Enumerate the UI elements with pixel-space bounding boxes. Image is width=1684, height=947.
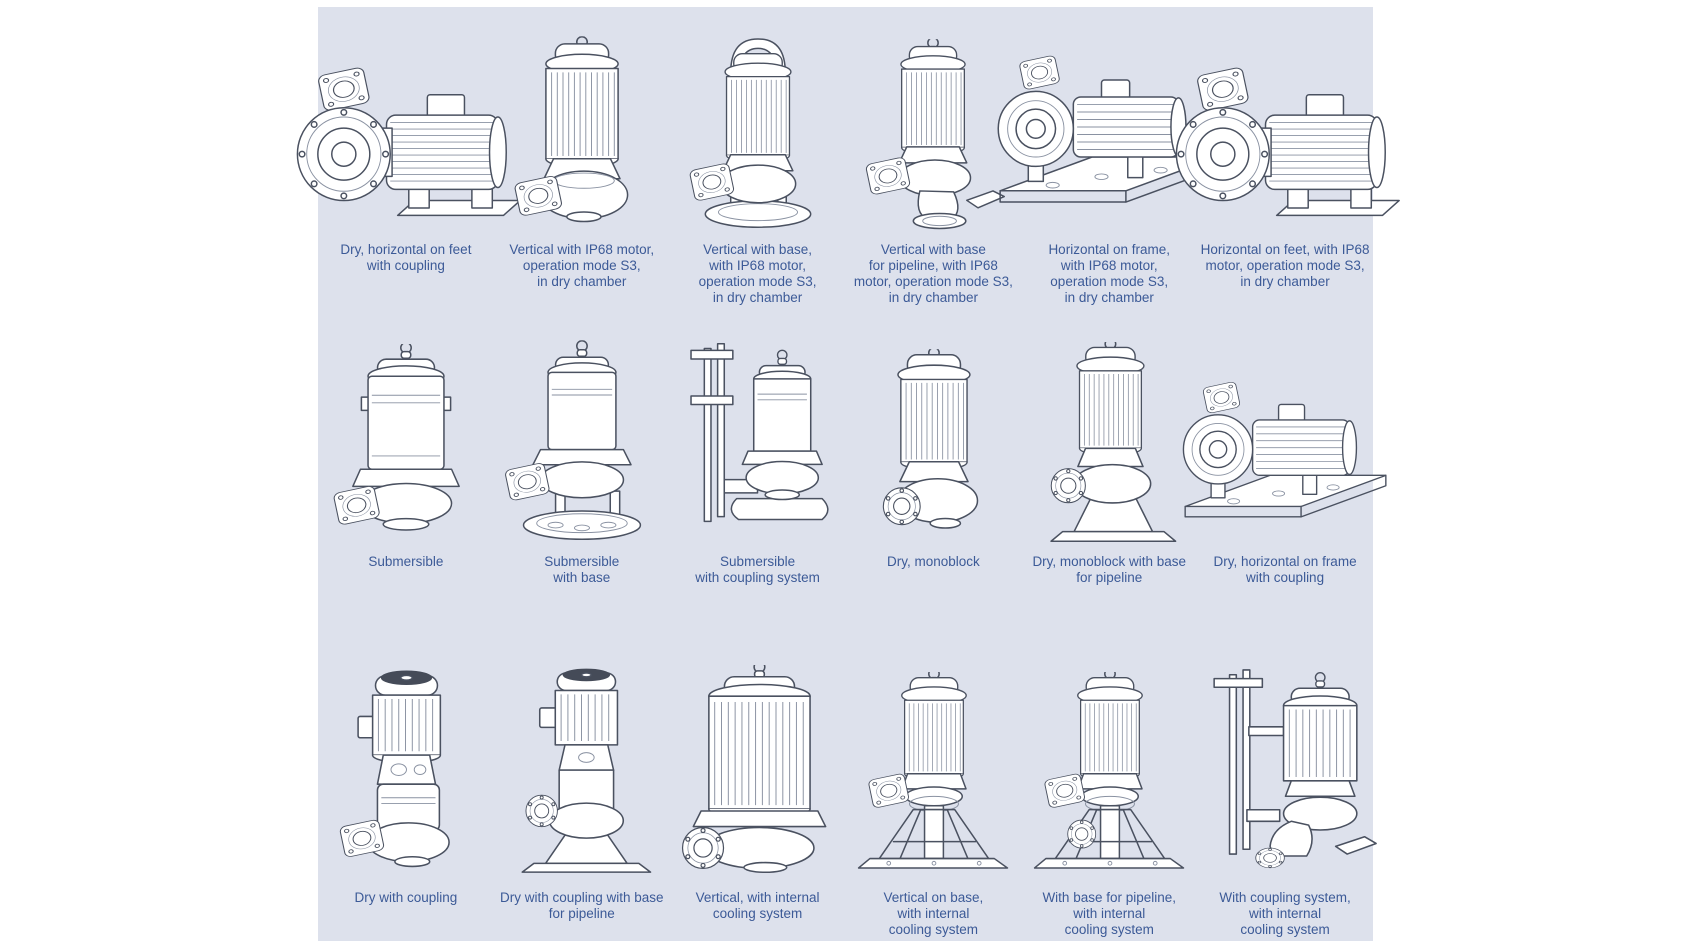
- pump-illustration: [494, 317, 670, 554]
- pump-caption: Dry, horizontal on frame with coupling: [1213, 554, 1357, 585]
- pump-figure: Vertical with base for pipeline, with IP…: [845, 7, 1021, 317]
- pump-caption: Submersible with base: [544, 554, 620, 585]
- pump-illustration: [1021, 607, 1197, 890]
- pump-illustration: [494, 7, 670, 242]
- vertical-with-base-for-pipeline-ip68-motor-icon: [858, 39, 1008, 236]
- horizontal-on-feet-ip68-motor-icon: [1169, 50, 1401, 236]
- pump-figure: Dry with coupling with base for pipeline: [494, 607, 670, 941]
- pump-illustration: [318, 7, 494, 242]
- pump-grid-row-3: Dry with coupling Dry with coupling with…: [318, 607, 1373, 941]
- pump-figure: With base for pipeline, with internal co…: [1021, 607, 1197, 941]
- with-coupling-system-internal-cooling-system-icon: [1191, 667, 1379, 884]
- pump-figure: With coupling system, with internal cool…: [1197, 607, 1373, 941]
- dry-horizontal-on-frame-with-coupling-icon: [1173, 375, 1398, 548]
- pump-illustration: [845, 317, 1021, 554]
- pump-caption: Horizontal on frame, with IP68 motor, op…: [1048, 242, 1170, 305]
- pump-caption: Dry with coupling with base for pipeline: [499, 890, 664, 921]
- vertical-with-ip68-motor-icon: [506, 36, 658, 236]
- pump-illustration: [670, 317, 846, 554]
- pump-figure: Vertical with base, with IP68 motor, ope…: [670, 7, 846, 317]
- pump-figure: Submersible with base: [494, 317, 670, 607]
- pump-figure: Horizontal on feet, with IP68 motor, ope…: [1197, 7, 1373, 317]
- pump-figure: Vertical with IP68 motor, operation mode…: [494, 7, 670, 317]
- pump-caption: Dry, monoblock: [887, 554, 980, 569]
- pump-caption: Dry, horizontal on feet with coupling: [340, 242, 472, 273]
- pump-caption: Vertical with base, with IP68 motor, ope…: [698, 242, 817, 305]
- pump-figure: Submersible: [318, 317, 494, 607]
- pump-caption: Dry, monoblock with base for pipeline: [1032, 554, 1186, 585]
- pump-illustration: [1197, 317, 1373, 554]
- pump-caption: Vertical on base, with internal cooling …: [883, 890, 984, 937]
- pump-grid-row-1: Dry, horizontal on feet with coupling Ve…: [318, 7, 1373, 317]
- pump-caption: With base for pipeline, with internal co…: [1042, 890, 1177, 937]
- pump-figure: Dry, monoblock with base for pipeline: [1021, 317, 1197, 607]
- pump-illustration: [318, 607, 494, 890]
- pump-caption: Vertical with IP68 motor, operation mode…: [509, 242, 655, 289]
- submersible-with-base-icon: [499, 340, 664, 548]
- submersible-icon: [330, 344, 482, 548]
- dry-with-coupling-icon: [331, 666, 481, 884]
- vertical-on-base-with-internal-cooling-system-icon: [851, 672, 1016, 884]
- pump-illustration: [1021, 317, 1197, 554]
- pump-figure: Dry, horizontal on frame with coupling: [1197, 317, 1373, 607]
- pump-caption: Horizontal on feet, with IP68 motor, ope…: [1200, 242, 1370, 289]
- pump-caption: Submersible with coupling system: [695, 554, 820, 585]
- pump-illustration: [318, 317, 494, 554]
- dry-with-coupling-with-base-for-pipeline-icon: [497, 665, 667, 884]
- pump-caption: With coupling system, with internal cool…: [1219, 890, 1351, 937]
- pump-figure: Dry, horizontal on feet with coupling: [318, 7, 494, 317]
- pump-caption: Dry with coupling: [354, 890, 458, 905]
- pump-figure: Horizontal on frame, with IP68 motor, op…: [1021, 7, 1197, 317]
- dry-monoblock-with-base-for-pipeline-icon: [1030, 342, 1188, 548]
- pump-figure: Dry, monoblock: [845, 317, 1021, 607]
- pump-illustration: [670, 7, 846, 242]
- pump-figure: Vertical, with internal cooling system: [670, 607, 846, 941]
- pump-caption: Submersible: [368, 554, 444, 569]
- pump-figure: Dry with coupling: [318, 607, 494, 941]
- pump-illustration: [845, 607, 1021, 890]
- submersible-with-coupling-system-icon: [670, 339, 846, 548]
- pump-figure: Submersible with coupling system: [670, 317, 846, 607]
- pump-grid-row-2: Submersible Submersible with base Submer…: [318, 317, 1373, 607]
- pump-illustration: [670, 607, 846, 890]
- dry-monoblock-icon: [862, 349, 1004, 548]
- pump-illustration: [494, 607, 670, 890]
- pump-figure: Vertical on base, with internal cooling …: [845, 607, 1021, 941]
- pump-configurations-panel: Dry, horizontal on feet with coupling Ve…: [318, 7, 1373, 941]
- pump-caption: Vertical, with internal cooling system: [695, 890, 820, 921]
- pump-caption: Vertical with base for pipeline, with IP…: [853, 242, 1013, 305]
- vertical-with-base-ip68-motor-icon: [678, 33, 838, 236]
- pump-illustration: [1197, 607, 1373, 890]
- pump-illustration: [1197, 7, 1373, 242]
- with-base-for-pipeline-internal-cooling-system-icon: [1027, 672, 1192, 884]
- vertical-with-internal-cooling-system-icon: [668, 665, 848, 884]
- dry-horizontal-on-feet-with-coupling-icon: [290, 50, 522, 236]
